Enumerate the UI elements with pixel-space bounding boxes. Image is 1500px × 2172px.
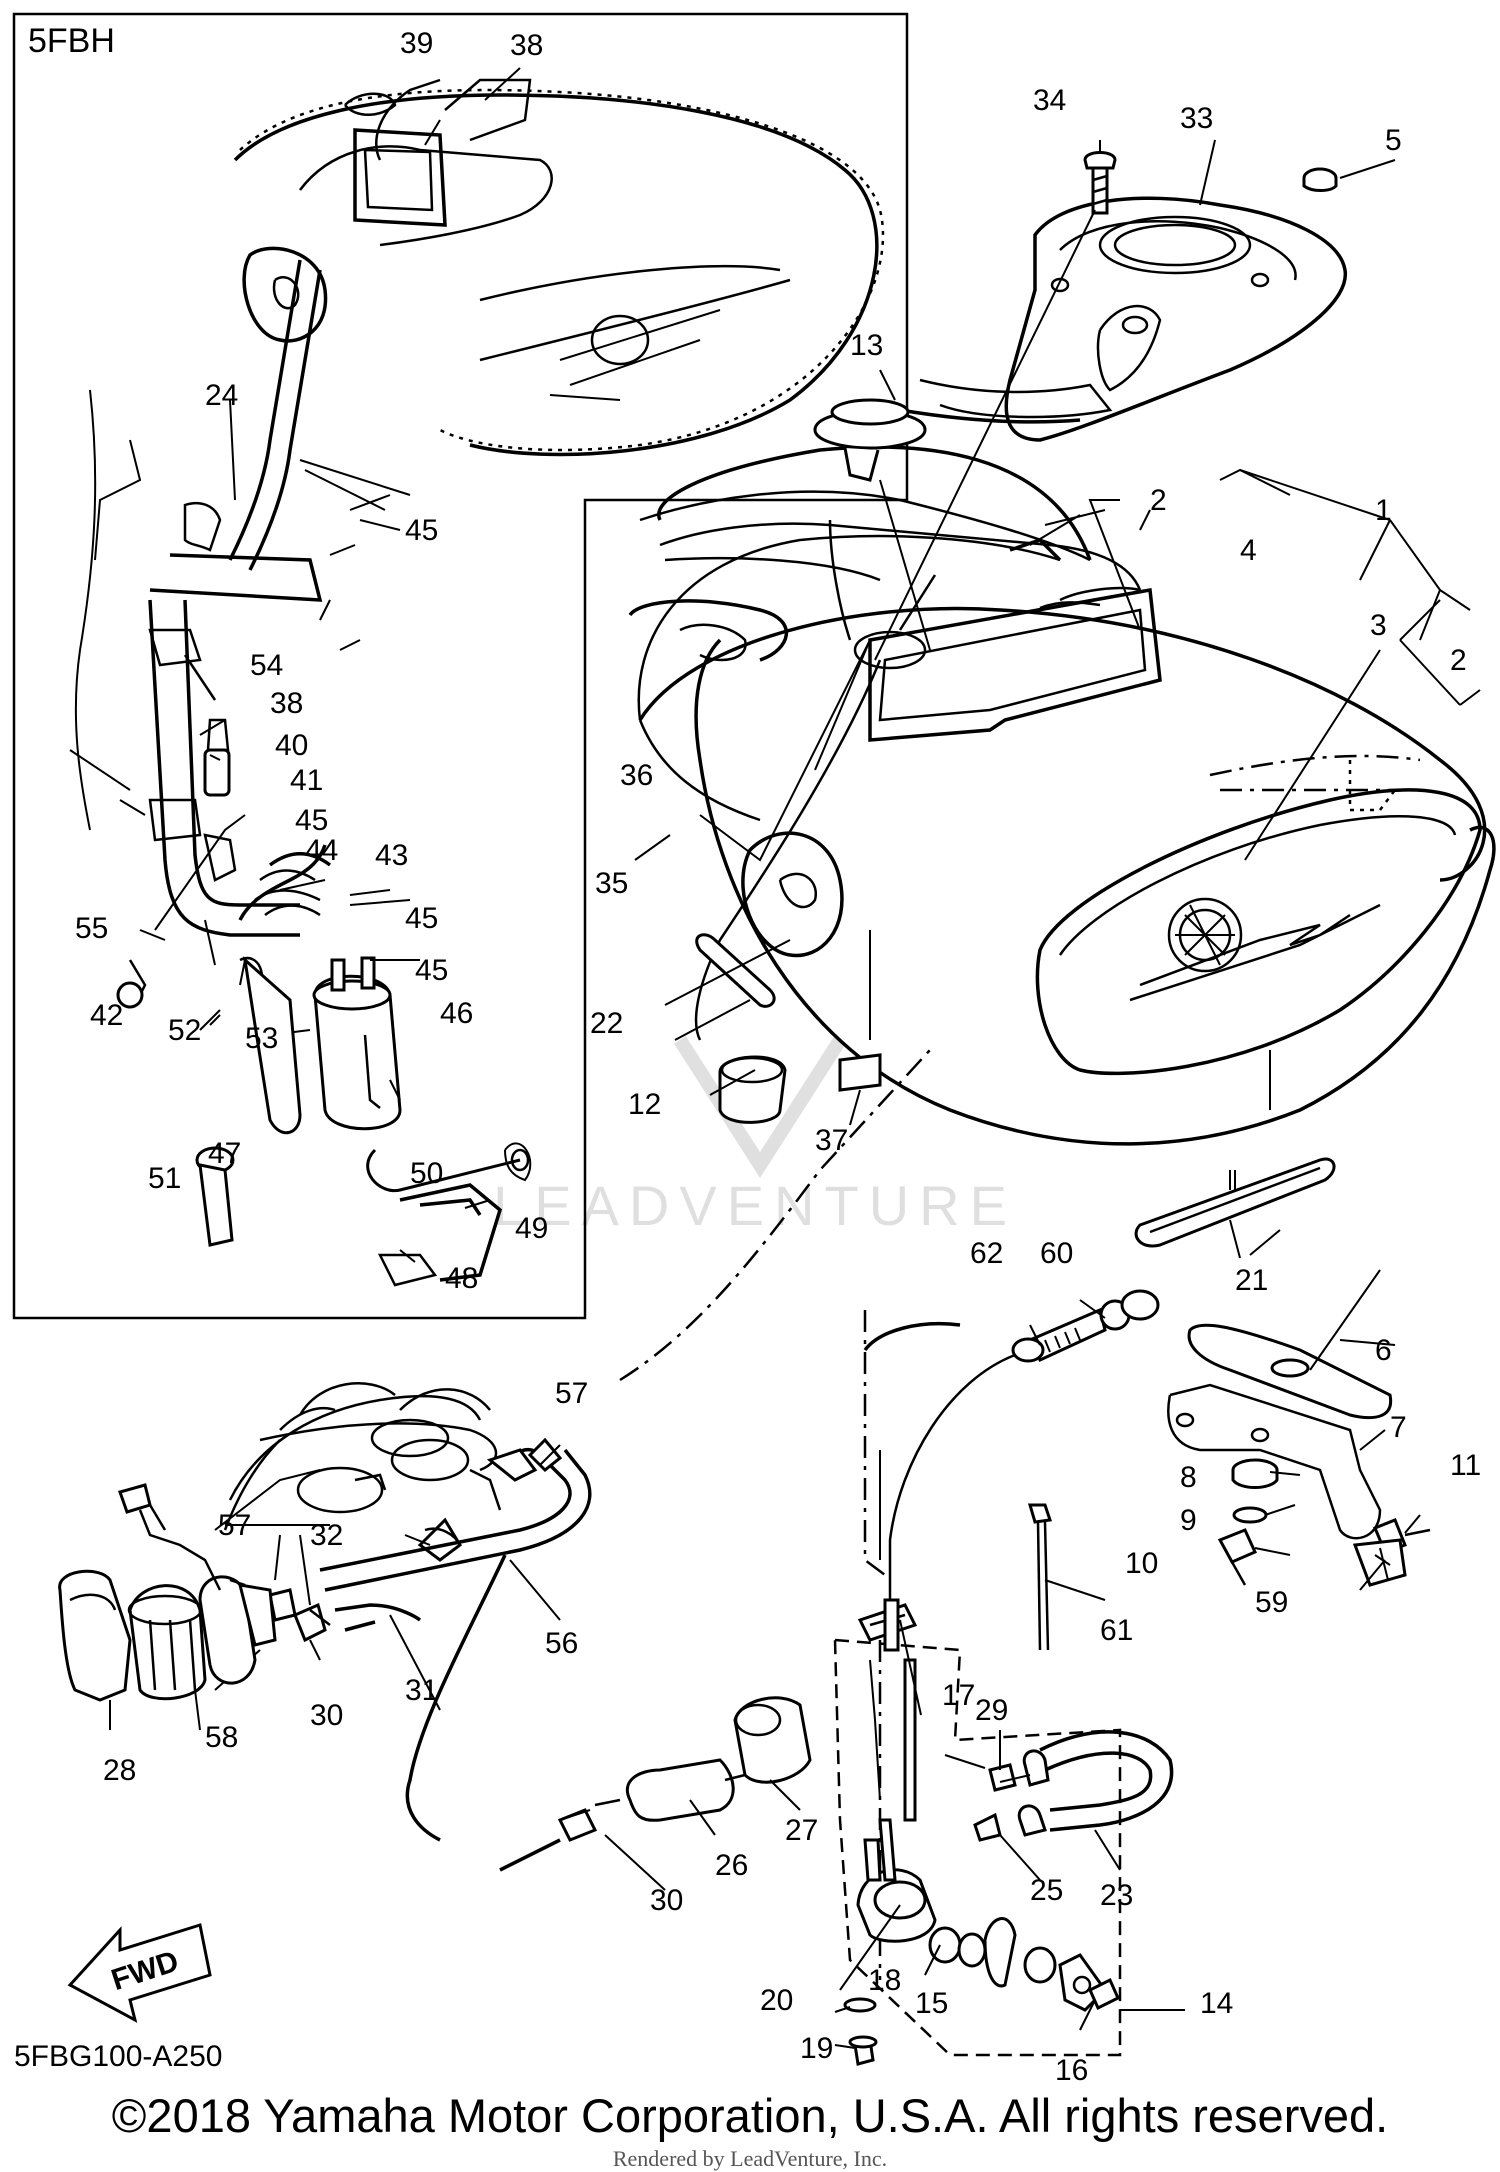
callout-11: 11 [1450,1449,1481,1482]
callout-39: 39 [400,27,433,60]
callout-36: 36 [620,759,653,792]
callout-45: 45 [405,902,438,935]
inset-fuel-tank [233,78,885,457]
callout-30: 30 [310,1699,343,1732]
callout-19: 19 [800,2032,833,2065]
inset-label: 5FBH [28,22,115,60]
callout-7: 7 [1390,1411,1407,1444]
callout-27: 27 [785,1814,818,1847]
diagram-code: 5FBG100-A250 [14,2040,223,2073]
callout-3: 3 [1370,609,1387,642]
callout-49: 49 [515,1212,548,1245]
callout-29: 29 [975,1694,1008,1727]
callout-58: 58 [205,1721,238,1754]
fwd-arrow: FWD [67,1923,212,2023]
callout-8: 8 [1180,1461,1197,1494]
fuel-cock-assembly [833,1310,1122,2066]
callout-2: 2 [1150,484,1167,517]
callout-2: 2 [1450,644,1467,677]
callout-16: 16 [1055,2054,1088,2087]
callout-41: 41 [290,764,323,797]
callout-31: 31 [405,1674,438,1707]
callout-15: 15 [915,1987,948,2020]
callout-33: 33 [1180,102,1213,135]
callout-30: 30 [650,1884,683,1917]
callout-4: 4 [1240,534,1257,567]
callout-25: 25 [1030,1874,1063,1907]
callout-38: 38 [510,29,543,62]
callout-32: 32 [310,1519,343,1552]
leader-lines [69,67,1481,2049]
callout-12: 12 [628,1088,661,1121]
callout-50: 50 [410,1157,443,1190]
copyright-notice: ©2018 Yamaha Motor Corporation, U.S.A. A… [111,2089,1389,2142]
callout-28: 28 [103,1754,136,1787]
callout-61: 61 [1100,1614,1133,1647]
inset-fuel-lines [74,259,532,1287]
callout-9: 9 [1180,1504,1197,1537]
watermark-logo: LEADVENTURE [493,1036,1017,1237]
callout-13: 13 [850,329,883,362]
callout-26: 26 [715,1849,748,1882]
callout-40: 40 [275,729,308,762]
rear-mount-bracket [1167,1323,1431,1587]
callout-34: 34 [1033,84,1066,117]
callout-55: 55 [75,912,108,945]
watermark-text: LEADVENTURE [493,1174,1017,1237]
callout-21: 21 [1235,1264,1268,1297]
callout-20: 20 [760,1984,793,2017]
callout-45: 45 [405,514,438,547]
callout-44: 44 [305,834,338,867]
callout-62: 62 [970,1237,1003,1270]
callout-6: 6 [1375,1334,1392,1367]
callouts: 1 2 2 3 4 5 6 7 8 9 10 11 12 13 14 15 16… [75,27,1481,2087]
callout-24: 24 [205,379,238,412]
inset-frame [12,12,909,1320]
tank-dampers [695,930,1336,1248]
callout-46: 46 [440,997,473,1030]
callout-57: 57 [218,1509,251,1542]
callout-38: 38 [270,687,303,720]
callout-37: 37 [815,1124,848,1157]
choke-cable [883,1289,1160,1652]
callout-53: 53 [245,1022,278,1055]
callout-56: 56 [545,1627,578,1660]
callout-23: 23 [1100,1879,1133,1912]
callout-47: 47 [208,1137,241,1170]
callout-5: 5 [1385,124,1402,157]
callout-42: 42 [90,999,123,1032]
callout-59: 59 [1255,1586,1288,1619]
callout-43: 43 [375,839,408,872]
callout-14: 14 [1200,1987,1233,2020]
tank-decals [628,378,1113,662]
callout-45: 45 [415,954,448,987]
rendered-by-text: Rendered by LeadVenture, Inc. [612,2146,888,2171]
callout-35: 35 [595,867,628,900]
callout-51: 51 [148,1162,181,1195]
callout-48: 48 [445,1262,478,1295]
fuel-cap [813,398,927,482]
fuel-filter-hoses [499,1696,1174,1872]
callout-17: 17 [942,1679,975,1712]
callout-1: 1 [1375,494,1392,527]
callout-57: 57 [555,1377,588,1410]
callout-10: 10 [1125,1547,1158,1580]
callout-60: 60 [1040,1237,1073,1270]
fuel-pump-assembly [58,1382,592,1842]
filler-cover [1004,151,1347,442]
callout-18: 18 [868,1964,901,1997]
callout-52: 52 [168,1014,201,1047]
callout-54: 54 [250,649,283,682]
main-fuel-tank [619,519,1496,1382]
callout-45: 45 [295,804,328,837]
callout-22: 22 [590,1007,623,1040]
